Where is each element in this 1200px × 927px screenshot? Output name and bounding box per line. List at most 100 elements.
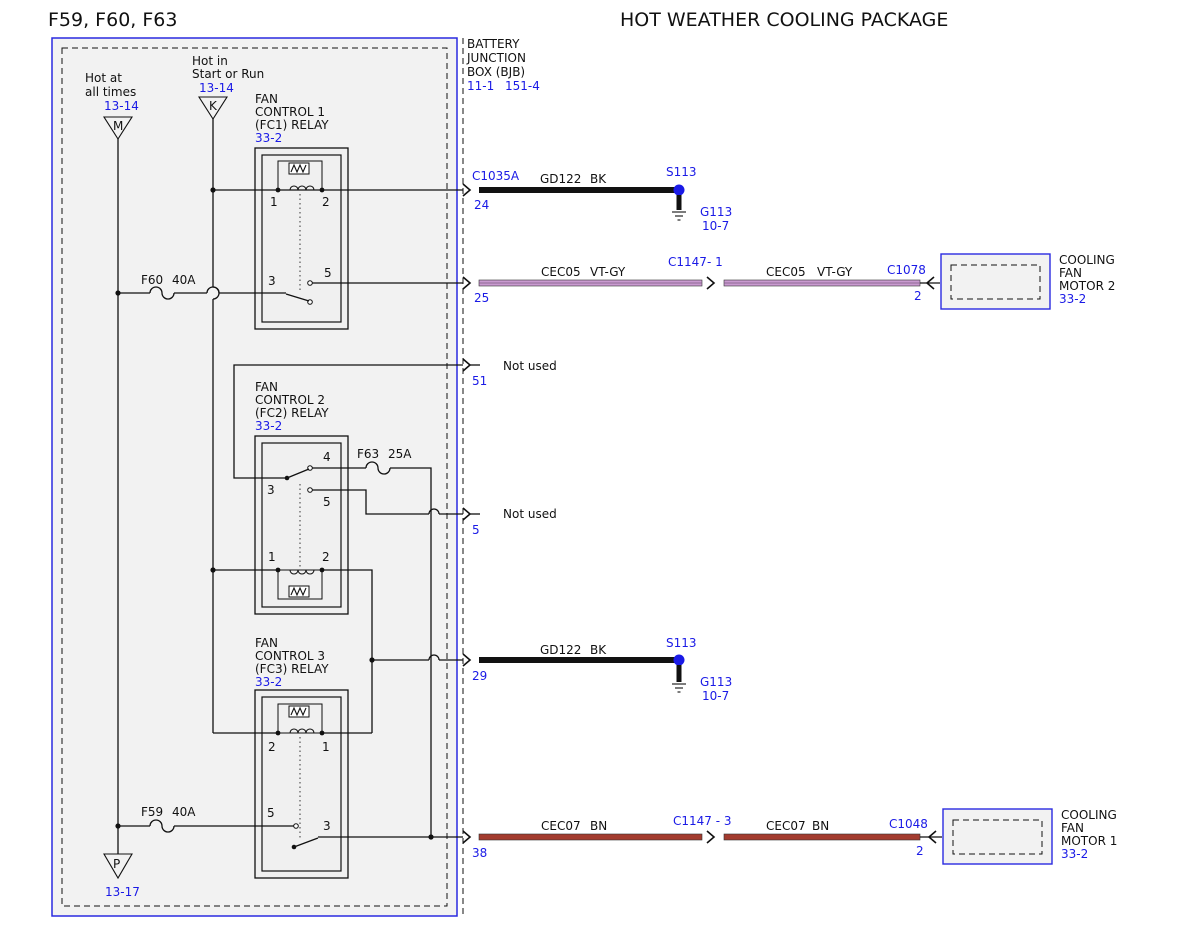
junction-pin38 <box>428 834 434 840</box>
junction-m-f59 <box>115 823 121 829</box>
fc1-ref: 33-2 <box>255 131 282 145</box>
fc3-label-3: (FC3) RELAY <box>255 662 329 676</box>
f60-rating: 40A <box>172 273 196 287</box>
fc1-relay-inner <box>261 154 342 323</box>
cooling-fan-motor-1-box <box>942 808 1053 865</box>
fc2-contact-5 <box>307 487 313 493</box>
row1-circuit: GD122 <box>540 172 581 186</box>
row5-conn-end-pin: 2 <box>916 844 924 858</box>
fc1-label-2: CONTROL 1 <box>255 105 325 119</box>
row1-ground-ref: 10-7 <box>702 219 729 233</box>
bjb-label-1: BATTERY <box>467 37 520 51</box>
fc2-pin-5: 5 <box>323 495 331 509</box>
bjb-ref-2: 151-4 <box>505 79 540 93</box>
junction-pin29 <box>369 657 375 663</box>
pin-24: 24 <box>474 198 489 212</box>
fc3-switch-arm <box>293 837 319 848</box>
motor1-label-2: FAN <box>1061 821 1084 835</box>
bjb-label-2: JUNCTION <box>466 51 526 65</box>
row2-conn-end-pin: 2 <box>914 289 922 303</box>
row4-circuit: GD122 <box>540 643 581 657</box>
junction-k-fc2 <box>210 567 216 573</box>
fc2-coil-node-1 <box>275 567 281 573</box>
fc2-pin-2: 2 <box>322 550 330 564</box>
f60-crossover <box>206 286 220 294</box>
fc1-switch-arm <box>285 293 310 302</box>
fc1-pin-1: 1 <box>270 195 278 209</box>
f63-wire-out <box>390 467 432 837</box>
not-used-2: Not used <box>503 507 557 521</box>
c1147-arrow-icon-2 <box>706 830 716 844</box>
bjb-label-3: BOX (BJB) <box>467 65 525 79</box>
fc3-pin-1: 1 <box>322 740 330 754</box>
fc1-pin-3: 3 <box>268 274 276 288</box>
hot-all-ref: 13-14 <box>104 99 139 113</box>
fc2-to-pin51-wire <box>233 364 463 479</box>
row1-splice: S113 <box>666 165 697 179</box>
pin-29: 29 <box>472 669 487 683</box>
fc3-relay-inner <box>261 696 342 872</box>
pin38-arrow-icon <box>462 830 472 844</box>
bottom-arrow-icon <box>103 853 133 880</box>
bottom-symbol: P <box>113 857 120 871</box>
fc1-relay-outer <box>254 147 349 330</box>
row5-circuit-b: CEC07 <box>766 819 806 833</box>
fc2-pin-4: 4 <box>323 450 331 464</box>
row5-circuit-a: CEC07 <box>541 819 581 833</box>
c1035a-label: C1035A <box>472 169 520 183</box>
f63-name: F63 <box>357 447 379 461</box>
motor1-label-3: MOTOR 1 <box>1061 834 1117 848</box>
fc2-ref: 33-2 <box>255 419 282 433</box>
hot-run-ref: 13-14 <box>199 81 234 95</box>
fuses-title: F59, F60, F63 <box>48 9 177 31</box>
fc2-relay-outer <box>254 435 349 615</box>
fc3-ref: 33-2 <box>255 675 282 689</box>
fc1-pin-5: 5 <box>324 266 332 280</box>
row2-conn-end: C1078 <box>887 263 926 277</box>
row5-conn: C1147 - 3 <box>673 814 732 828</box>
hot-all-label-2: all times <box>85 85 136 99</box>
f60-name: F60 <box>141 273 163 287</box>
hot-run-label-1: Hot in <box>192 54 228 68</box>
c1048-arrow-icon <box>927 830 937 844</box>
pin25-arrow-icon <box>462 276 472 290</box>
pin-25: 25 <box>474 291 489 305</box>
fc2-relay-inner <box>261 442 342 608</box>
hot-run-label-2: Start or Run <box>192 67 264 81</box>
row2-circuit-a: CEC05 <box>541 265 581 279</box>
junction-k-fc1 <box>210 187 216 193</box>
row1-ground: G113 <box>700 205 732 219</box>
row4-ground-ref: 10-7 <box>702 689 729 703</box>
f59-name: F59 <box>141 805 163 819</box>
motor2-label-1: COOLING <box>1059 253 1115 267</box>
fc3-contact-5 <box>293 823 299 829</box>
cec07-wire-a <box>478 833 703 841</box>
row5-color-b: BN <box>812 819 829 833</box>
motor2-ref: 33-2 <box>1059 292 1086 306</box>
row2-conn-pin: - 1 <box>707 255 723 269</box>
fc3-resistor-zigzag <box>290 706 307 717</box>
motor2-label-3: MOTOR 2 <box>1059 279 1115 293</box>
hot-all-arrow-icon <box>102 116 134 141</box>
fc2-pin-1: 1 <box>268 550 276 564</box>
row4-splice: S113 <box>666 636 697 650</box>
fc1-coil-node-2 <box>319 187 325 193</box>
fc1-resistor-zigzag <box>290 163 307 174</box>
fc3-label-2: CONTROL 3 <box>255 649 325 663</box>
fc2-label-3: (FC2) RELAY <box>255 406 329 420</box>
fc3-label-1: FAN <box>255 636 278 650</box>
junction-m-f60 <box>115 290 121 296</box>
pin51-arrow-icon <box>462 358 472 372</box>
motor2-inner-dashed <box>950 264 1041 300</box>
pin-51: 51 <box>472 374 487 388</box>
bjb-inner-dashed <box>61 47 448 907</box>
fc3-pin-2: 2 <box>268 740 276 754</box>
motor1-label-1: COOLING <box>1061 808 1117 822</box>
hot-all-label-1: Hot at <box>85 71 122 85</box>
s113-splice-1 <box>673 184 685 196</box>
row2-color-a: VT-GY <box>590 265 626 279</box>
fc1-contact-5 <box>307 280 313 286</box>
motor2-label-2: FAN <box>1059 266 1082 280</box>
pin24-arrow-icon <box>462 183 472 197</box>
